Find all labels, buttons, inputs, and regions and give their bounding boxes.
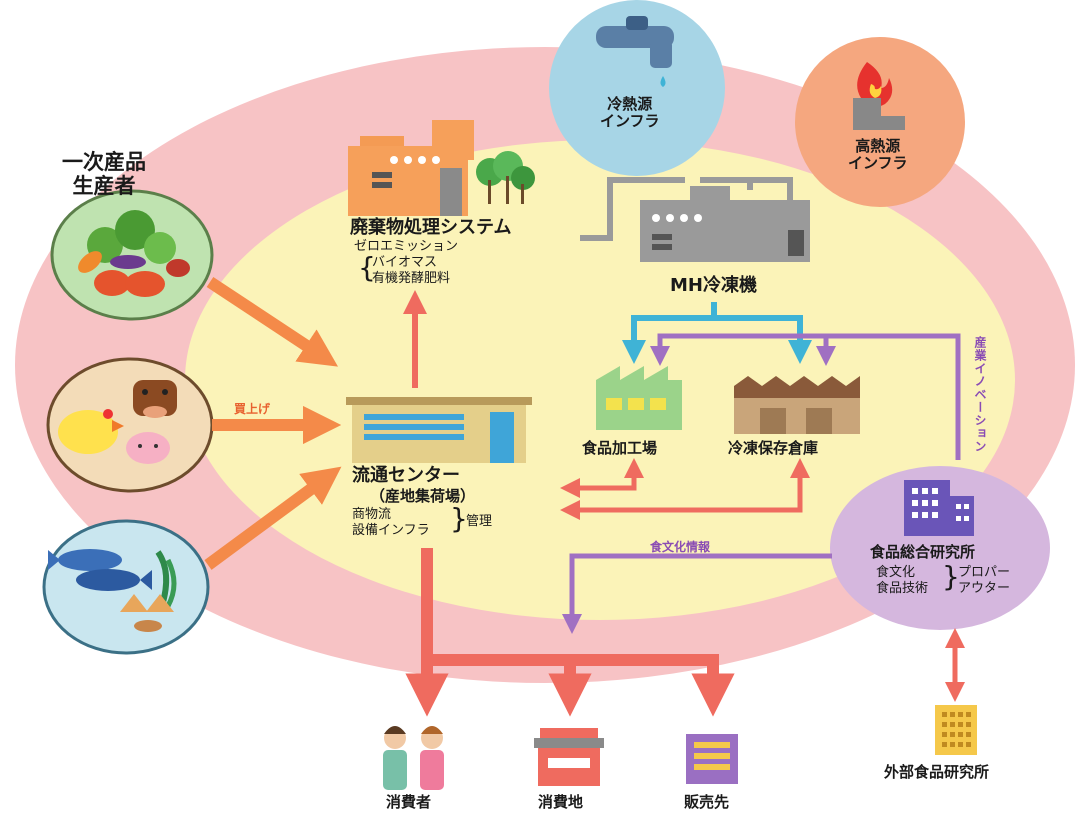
kanri-label: 管理 bbox=[466, 514, 493, 529]
food-tech-label: 食品技術 bbox=[876, 581, 929, 596]
producer-vegetables bbox=[50, 189, 214, 321]
facility-infra-label: 設備インフラ bbox=[352, 523, 430, 538]
hot-infra-label: 高熱源 インフラ bbox=[848, 137, 908, 173]
logistics-label: 商物流 bbox=[352, 507, 392, 522]
research-title: 食品総合研究所 bbox=[870, 543, 976, 561]
food-culture-label: 食文化 bbox=[876, 565, 916, 580]
proper-label: プロパー bbox=[958, 565, 1011, 580]
industry-innovation-label: 産業イノベーション bbox=[973, 336, 987, 453]
arrow-seafood-to-center bbox=[204, 466, 342, 570]
food-culture-info-label: 食文化情報 bbox=[650, 540, 711, 554]
sales-dest-label: 販売先 bbox=[684, 793, 730, 811]
producers-title: 一次産品 生産者 bbox=[62, 150, 146, 199]
consumers-label: 消費者 bbox=[386, 793, 432, 811]
hot-infra-node bbox=[795, 37, 965, 207]
freezer-warehouse-icon bbox=[734, 376, 860, 434]
tree-icon bbox=[476, 151, 535, 204]
waste-system-title: 廃棄物処理システム bbox=[350, 217, 512, 238]
food-factory-label: 食品加工場 bbox=[582, 439, 658, 457]
external-lab-label: 外部食品研究所 bbox=[884, 763, 990, 781]
zero-emission-label: ゼロエミッション bbox=[354, 239, 459, 254]
outer-label: アウター bbox=[958, 581, 1011, 596]
mh-refrigerator-icon bbox=[580, 177, 810, 262]
cold-infra-label: 冷熱源 インフラ bbox=[600, 95, 660, 131]
biomass-label: バイオマス bbox=[372, 255, 438, 270]
producer-seafood bbox=[42, 519, 210, 655]
kaiage-label: 買上げ bbox=[234, 402, 271, 416]
waste-factory-icon bbox=[348, 120, 535, 216]
center-subtitle: （産地集荷場） bbox=[370, 487, 476, 505]
sales-dest-icon bbox=[686, 734, 738, 784]
red-links-center-factories bbox=[560, 458, 810, 520]
consumption-area-icon bbox=[534, 728, 604, 786]
producer-livestock bbox=[46, 357, 214, 493]
organic-label: 有機発酵肥料 bbox=[372, 271, 451, 286]
red-output-arrows bbox=[405, 548, 735, 717]
flame-icon bbox=[853, 62, 905, 130]
brace-research: } bbox=[942, 560, 960, 593]
brace-waste: { bbox=[358, 251, 376, 284]
distribution-center-icon bbox=[346, 397, 532, 463]
food-factory-icon bbox=[596, 366, 682, 430]
center-title: 流通センター bbox=[352, 465, 460, 486]
brace-center: } bbox=[450, 502, 468, 535]
consumption-area-label: 消費地 bbox=[538, 793, 584, 811]
faucet-icon bbox=[596, 16, 674, 87]
arrow-vegetables-to-center bbox=[206, 276, 339, 367]
mh-refrigerator-label: MH冷凍機 bbox=[670, 275, 757, 296]
consumers-icon bbox=[383, 726, 444, 790]
purple-innovation-lines bbox=[562, 333, 961, 634]
research-institute-node bbox=[830, 466, 1050, 630]
cold-infra-node bbox=[549, 0, 725, 176]
freezer-warehouse-label: 冷凍保存倉庫 bbox=[728, 439, 819, 457]
external-lab-icon bbox=[935, 705, 977, 755]
